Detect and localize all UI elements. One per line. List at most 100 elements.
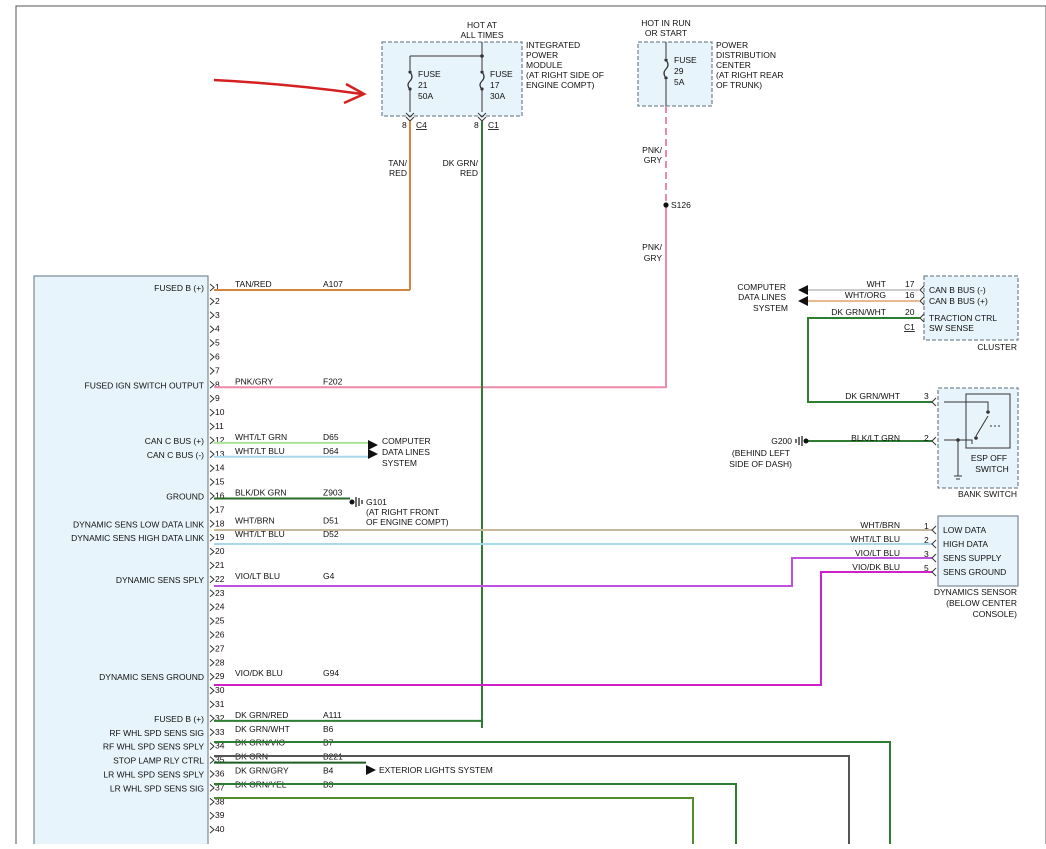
- pin-connector-icon: [209, 325, 215, 334]
- pin-label: DYNAMIC SENS SPLY: [116, 575, 205, 585]
- ipm-wire-b-1: DK GRN/: [443, 158, 479, 168]
- pin-number: 12: [215, 435, 225, 445]
- fuse-a-amps: 50A: [418, 91, 433, 101]
- pdc-fuse-label: FUSE: [674, 55, 697, 65]
- ipm-pin-b: 8: [474, 120, 479, 130]
- pin-label: DYNAMIC SENS HIGH DATA LINK: [71, 533, 204, 543]
- circuit-label: F202: [323, 376, 343, 386]
- pin-number: 2: [215, 296, 220, 306]
- dyn-name-3: CONSOLE): [973, 609, 1018, 619]
- wire-color-label: WHT/LT GRN: [235, 432, 287, 442]
- pin-number: 34: [215, 741, 225, 751]
- pin-connector-icon: [209, 617, 215, 625]
- circuit-label: D65: [323, 432, 339, 442]
- wire-lr-sig: [214, 797, 694, 849]
- pin-connector-icon: [209, 367, 215, 375]
- pin-connector-icon: [209, 825, 215, 834]
- pin-label: CAN C BUS (-): [147, 450, 204, 460]
- pin-label: GROUND: [166, 492, 204, 502]
- pin-connector-icon: [209, 603, 215, 612]
- pin-connector-icon: [209, 797, 215, 806]
- ipm-pin-a: 8: [402, 120, 407, 130]
- cluster-box: [923, 275, 1019, 341]
- pin-connector-icon: [209, 645, 215, 653]
- pin-connector-icon: [209, 575, 215, 584]
- arrow-icon: [798, 296, 808, 306]
- pin-number: 14: [215, 463, 225, 473]
- pin-connector-icon: [209, 339, 215, 347]
- connector-icon: [931, 553, 937, 563]
- pin-connector-icon: [209, 422, 215, 431]
- circuit-label: G94: [323, 668, 339, 678]
- dyn-wire-label: VIO/DK BLU: [852, 562, 900, 572]
- circuit-label: A107: [323, 279, 343, 289]
- wire-lr-sply: [214, 783, 737, 849]
- ground-icon: [355, 497, 363, 507]
- pdc-wire-1: PNK/: [642, 145, 662, 155]
- pin-number: 10: [215, 407, 225, 417]
- dynamics-sensor-box: [937, 515, 1019, 587]
- cluster-wire-label: WHT/ORG: [845, 290, 886, 300]
- pin-label: LR WHL SPD SENS SPLY: [103, 770, 204, 780]
- dyn-pin-label: LOW DATA: [943, 525, 986, 535]
- cluster-conn: C1: [904, 322, 915, 332]
- pdc-hot-label-2: OR START: [645, 28, 687, 38]
- pin-connector-icon: [209, 533, 215, 542]
- pin-connector-icon: [209, 408, 215, 417]
- ipm-box: [381, 41, 523, 117]
- pdc-name-line: OF TRUNK): [716, 80, 762, 90]
- ground-icon: [954, 475, 962, 480]
- pin-number: 38: [215, 796, 225, 806]
- wire-color-label: WHT/LT BLU: [235, 529, 285, 539]
- ipm-wire-a-2: RED: [389, 168, 407, 178]
- circuit-label: A111: [323, 710, 342, 720]
- pin-number: 39: [215, 810, 225, 820]
- pin-connector-icon: [209, 492, 215, 500]
- g200-loc-1: (BEHIND LEFT: [732, 448, 790, 458]
- pin-connector-icon: [209, 714, 215, 723]
- wire-color-label: DK GRN/GRY: [235, 766, 289, 776]
- ipm-conn-b: C1: [488, 120, 499, 130]
- pin-connector-icon: [209, 658, 215, 667]
- connector-icon: [931, 567, 937, 577]
- wire-color-label: BLK/DK GRN: [235, 488, 287, 498]
- connector-icon: [931, 525, 937, 535]
- wire-color-label: WHT/LT BLU: [235, 446, 285, 456]
- annotation-arrow-icon: [213, 78, 363, 96]
- pin-connector-icon: [209, 450, 215, 459]
- dyn-wire-label: VIO/LT BLU: [855, 548, 900, 558]
- pin-label: DYNAMIC SENS LOW DATA LINK: [73, 519, 204, 529]
- cluster-pin-number: 17: [905, 279, 915, 289]
- fuse-icon: [663, 59, 669, 79]
- pin-number: 22: [215, 574, 225, 584]
- connector-icon: [931, 436, 937, 446]
- ipm-wire-b-2: RED: [460, 168, 478, 178]
- pin-number: 9: [215, 393, 220, 403]
- fuse-icon: [479, 71, 485, 90]
- cluster-pin-number: 16: [905, 290, 915, 300]
- computer-lines-1: COMPUTER: [382, 436, 431, 446]
- pin-number: 3: [215, 310, 220, 320]
- pin-connector-icon: [209, 311, 215, 320]
- circuit-label: D64: [323, 446, 339, 456]
- wire-cluster-dk-grn-wht: [807, 317, 932, 403]
- pdc-wire-2: GRY: [644, 155, 663, 165]
- pin-number: 19: [215, 532, 225, 542]
- dyn-pin-label: HIGH DATA: [943, 539, 988, 549]
- pdc-wire-3: PNK/: [642, 242, 662, 252]
- cluster-pin-number: 20: [905, 307, 915, 317]
- wire-color-label: PNK/GRY: [235, 376, 273, 386]
- wire-color-label: DK GRN/WHT: [235, 724, 290, 734]
- pin-number: 5: [215, 338, 220, 348]
- pin-number: 20: [215, 546, 225, 556]
- pin-number: 15: [215, 477, 225, 487]
- computer-lines-2: COMPUTER: [737, 282, 786, 292]
- pin-number: 30: [215, 685, 225, 695]
- pin-number: 25: [215, 616, 225, 626]
- g101-loc-1: (AT RIGHT FRONT: [366, 507, 439, 517]
- fuse-icon: [407, 71, 413, 90]
- pin-connector-icon: [209, 283, 215, 292]
- pin-connector-icon: [209, 784, 215, 792]
